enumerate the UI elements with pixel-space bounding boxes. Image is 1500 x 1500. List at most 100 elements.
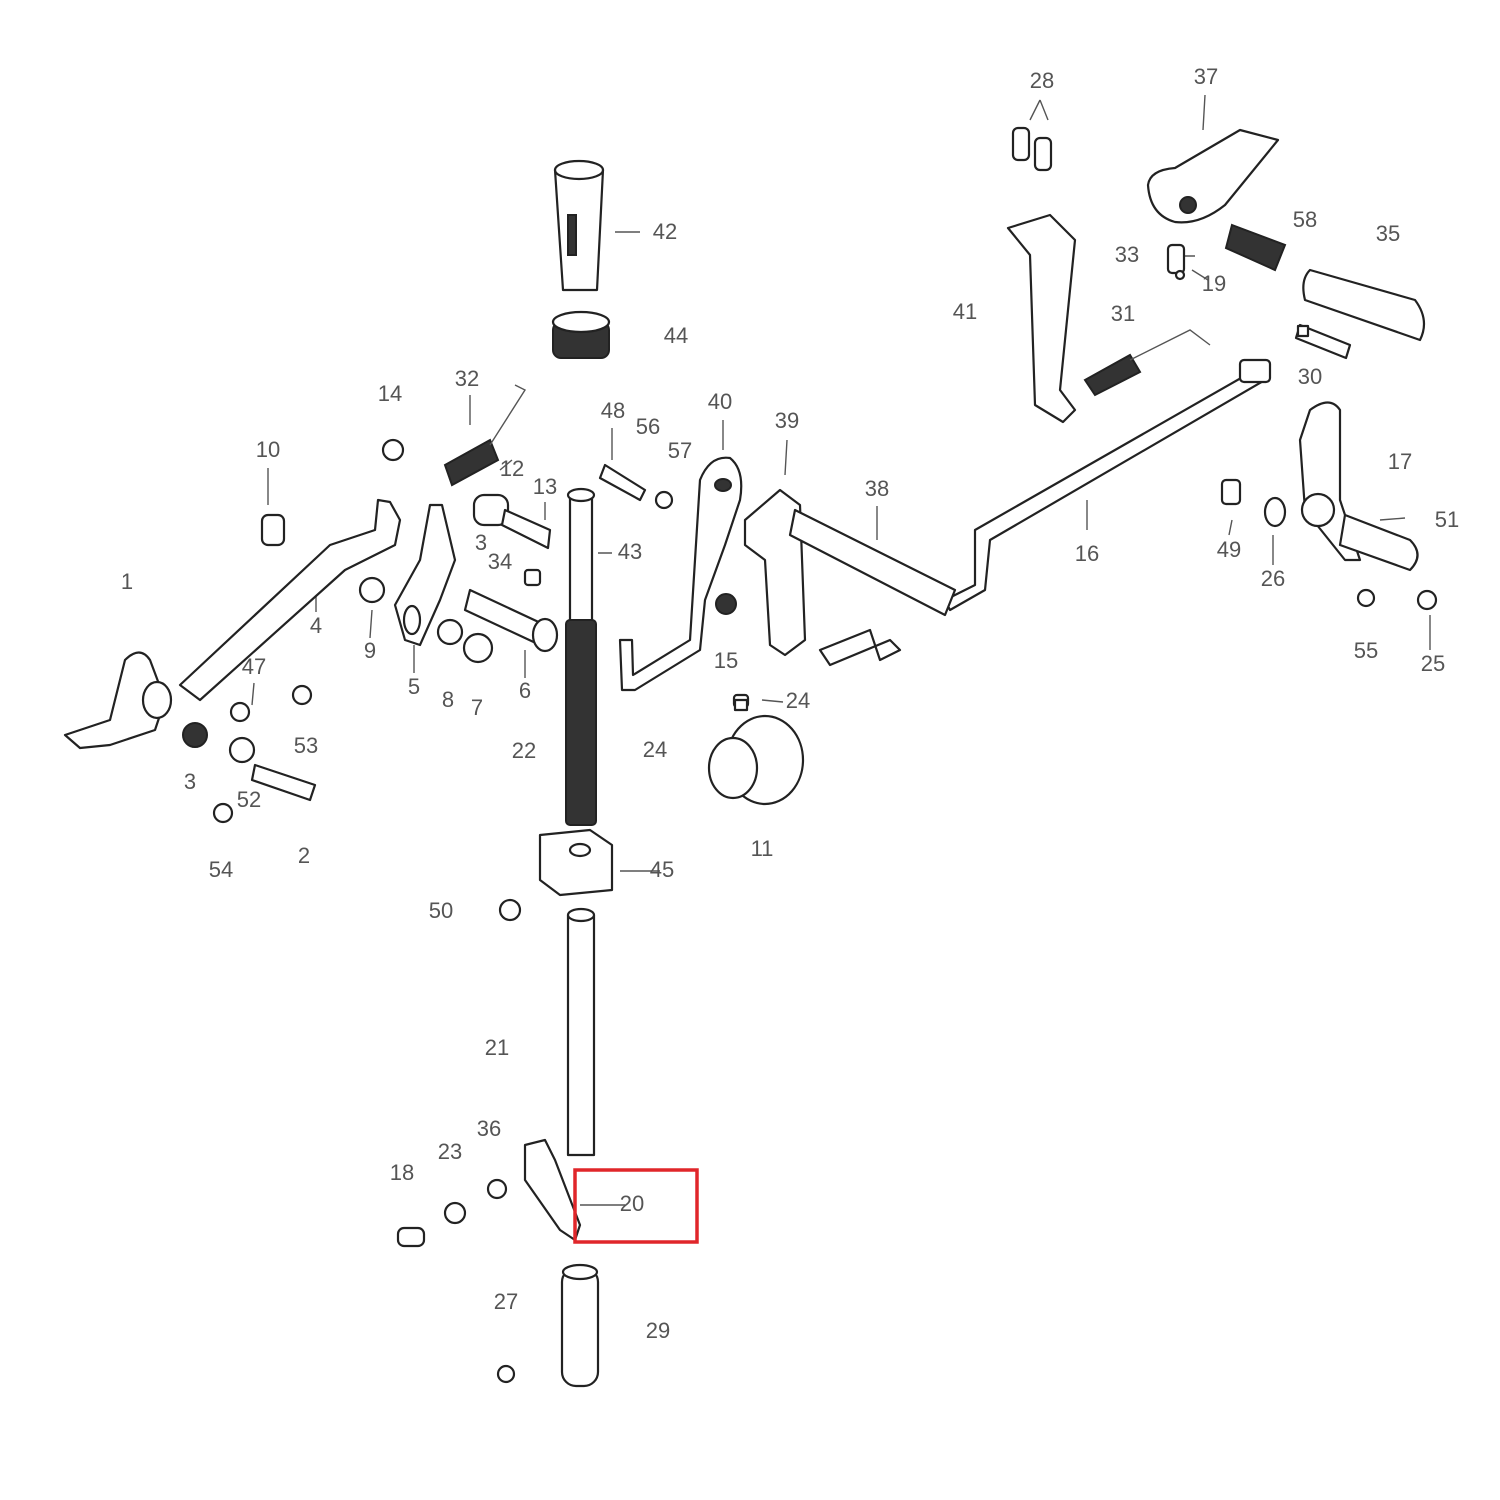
part-label[interactable]: 53 (294, 733, 318, 758)
part-label[interactable]: 41 (953, 299, 977, 324)
part-label[interactable]: 3 (184, 769, 196, 794)
part-label[interactable]: 26 (1261, 566, 1285, 591)
part-label[interactable]: 32 (455, 366, 479, 391)
part-label[interactable]: 16 (1075, 541, 1099, 566)
part-label[interactable]: 7 (471, 695, 483, 720)
part-label[interactable]: 24 (786, 688, 810, 713)
part-label[interactable]: 24 (643, 737, 667, 762)
part-34-nut (523, 568, 542, 587)
part-label[interactable]: 27 (494, 1289, 518, 1314)
part-1-lever (63, 651, 173, 750)
part-label[interactable]: 43 (618, 539, 642, 564)
part-55-nut (1356, 588, 1376, 608)
part-53-clip (291, 684, 313, 706)
part-24-screw (733, 698, 749, 712)
part-label[interactable]: 35 (1376, 221, 1400, 246)
part-3-roller (182, 722, 208, 748)
part-label[interactable]: 19 (1202, 271, 1226, 296)
part-48-screw (598, 463, 647, 502)
part-label[interactable]: 33 (1115, 242, 1139, 267)
part-18-screw (396, 1226, 426, 1248)
part-label[interactable]: 25 (1421, 651, 1445, 676)
part-label[interactable]: 14 (378, 381, 402, 406)
part-label[interactable]: 11 (751, 836, 774, 861)
part-label[interactable]: 18 (390, 1160, 414, 1185)
part-32-spring (443, 384, 527, 487)
part-58-spring (1224, 223, 1287, 272)
part-label[interactable]: 51 (1435, 507, 1459, 532)
part-label[interactable]: 3 (475, 530, 487, 555)
part-41-bracket (1006, 213, 1077, 424)
part-label[interactable]: 50 (429, 898, 453, 923)
part-label[interactable]: 58 (1293, 207, 1317, 232)
part-label[interactable]: 17 (1388, 449, 1412, 474)
part-label[interactable]: 15 (714, 648, 738, 673)
part-label[interactable]: 34 (488, 549, 512, 574)
part-label[interactable]: 48 (601, 398, 625, 423)
part-label[interactable]: 12 (500, 456, 524, 481)
part-47-clip (229, 701, 251, 723)
part-label[interactable]: 36 (477, 1116, 501, 1141)
part-label[interactable]: 9 (364, 638, 376, 663)
part-label[interactable]: 5 (408, 674, 420, 699)
part-8-washer (436, 618, 464, 646)
part-38-shaft (788, 508, 957, 667)
highlighted-part-label[interactable]: 20 (620, 1191, 644, 1216)
part-49-screw (1220, 478, 1242, 506)
part-52-washer (228, 736, 256, 764)
part-51-shaft (1338, 513, 1419, 572)
part-label[interactable]: 28 (1030, 68, 1054, 93)
part-label[interactable]: 39 (775, 408, 799, 433)
part-label[interactable]: 4 (310, 613, 322, 638)
part-label[interactable]: 52 (237, 787, 261, 812)
part-label[interactable]: 40 (708, 389, 732, 414)
part-label[interactable]: 49 (1217, 537, 1241, 562)
part-label[interactable]: 54 (209, 857, 233, 882)
part-28-screws (1011, 126, 1053, 172)
part-label[interactable]: 38 (865, 476, 889, 501)
part-21-shaft (566, 907, 596, 1157)
part-35-shaft (1294, 268, 1426, 360)
part-44-bushing (551, 310, 611, 359)
part-label[interactable]: 1 (121, 569, 133, 594)
part-27-nut (496, 1364, 516, 1384)
part-label[interactable]: 57 (668, 438, 692, 463)
part-label[interactable]: 8 (442, 687, 454, 712)
part-label[interactable]: 44 (664, 323, 688, 348)
part-7-nut (462, 632, 494, 664)
part-label[interactable]: 13 (533, 474, 557, 499)
part-label[interactable]: 37 (1194, 64, 1218, 89)
part-57-nut (654, 490, 674, 510)
part-14-nut (381, 438, 405, 462)
part-label[interactable]: 45 (650, 857, 674, 882)
part-label[interactable]: 21 (485, 1035, 509, 1060)
part-23-nut (443, 1201, 467, 1225)
part-label[interactable]: 10 (256, 437, 280, 462)
part-label[interactable]: 55 (1354, 638, 1378, 663)
part-label[interactable]: 56 (636, 414, 660, 439)
part-label[interactable]: 29 (646, 1318, 670, 1343)
part-label[interactable]: 2 (298, 843, 310, 868)
part-12-bushing (472, 493, 510, 527)
part-31-spring (1083, 329, 1211, 397)
part-15-nut (715, 593, 737, 615)
part-label[interactable]: 47 (242, 654, 266, 679)
part-43-rod (566, 487, 596, 627)
part-4-link (178, 498, 402, 702)
part-11-cam (707, 693, 805, 806)
part-30-pin (1296, 324, 1310, 338)
part-label[interactable]: 23 (438, 1139, 462, 1164)
part-label[interactable]: 6 (519, 678, 531, 703)
part-37-lever (1146, 128, 1280, 224)
part-5-plate (393, 503, 457, 647)
part-label[interactable]: 30 (1298, 364, 1322, 389)
part-45-block (538, 828, 614, 897)
highlight-box[interactable] (573, 1168, 699, 1244)
part-29-tube (560, 1263, 600, 1388)
part-label[interactable]: 22 (512, 738, 536, 763)
part-label[interactable]: 31 (1111, 301, 1135, 326)
part-label[interactable]: 42 (653, 219, 677, 244)
part-40-lever (618, 456, 743, 692)
